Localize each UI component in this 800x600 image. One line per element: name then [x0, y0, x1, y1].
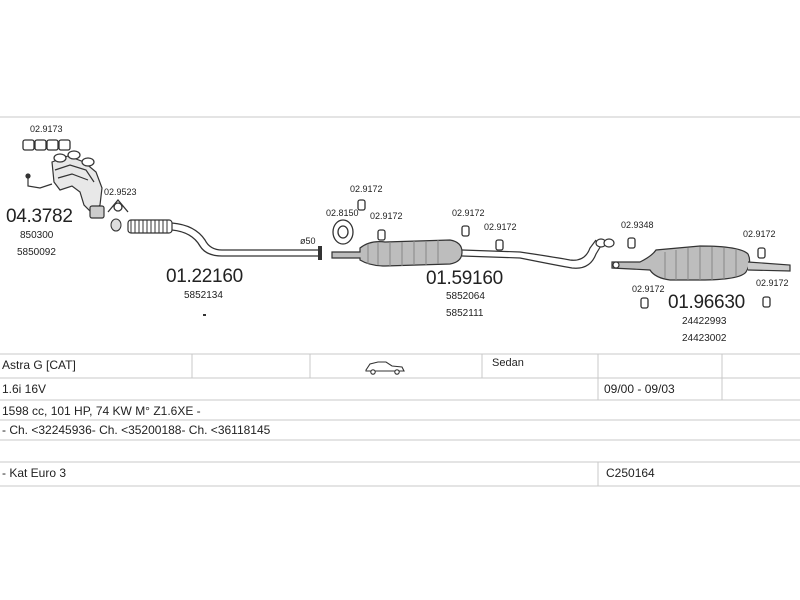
rubber-hanger-icon	[357, 199, 771, 309]
gasket-icon	[22, 139, 71, 151]
vehicle-body: Sedan	[492, 357, 524, 369]
vehicle-model: Astra G [CAT]	[2, 358, 76, 372]
clamp-icon	[107, 198, 129, 213]
exhaust-manifold-icon	[25, 150, 105, 219]
part-hanger-d-label: 02.9172	[484, 222, 517, 232]
part-manifold-number: 04.3782	[6, 206, 73, 227]
vehicle-code: C250164	[606, 466, 655, 480]
part-hanger-g-label: 02.9172	[632, 284, 665, 294]
part-hanger-b-label: 02.9172	[370, 211, 403, 221]
part-hanger-c-label: 02.9172	[452, 208, 485, 218]
flex-joint-icon	[110, 218, 122, 232]
gasket-icon	[332, 219, 354, 245]
part-center-oe1: 5852064	[446, 291, 485, 302]
sedan-car-icon	[365, 361, 405, 375]
part-hanger-f-label: 02.9172	[743, 229, 776, 239]
pipe-diameter-label: ø50	[300, 236, 316, 246]
part-front-pipe-number: 01.22160	[166, 266, 243, 287]
part-manifold-oe2: 5850092	[17, 247, 56, 258]
part-rear-number: 01.96630	[668, 292, 745, 313]
clamp-icon	[595, 238, 615, 248]
part-hanger-h-label: 02.9172	[756, 278, 789, 288]
part-center-oe2: 5852111	[446, 308, 484, 319]
vehicle-spec: 1598 cc, 101 HP, 74 KW M° Z1.6XE -	[2, 404, 201, 418]
vehicle-chassis: - Ch. <32245936- Ch. <35200188- Ch. <361…	[2, 423, 271, 437]
part-gasket-label: 02.9173	[30, 124, 63, 134]
part-center-number: 01.59160	[426, 268, 503, 289]
part-hanger-e-label: 02.9348	[621, 220, 654, 230]
part-gasket-mid-label: 02.8150	[326, 208, 359, 218]
part-front-pipe-oe: 5852134	[184, 290, 223, 301]
vehicle-engine: 1.6i 16V	[2, 382, 47, 396]
vehicle-emission: - Kat Euro 3	[2, 466, 67, 480]
muffler-icon	[611, 245, 791, 281]
front-pipe	[127, 219, 322, 260]
dot-mark	[203, 314, 206, 316]
part-rear-oe2: 24423002	[682, 333, 727, 344]
part-rear-oe1: 24422993	[682, 316, 727, 327]
part-hanger-a-label: 02.9172	[350, 184, 383, 194]
part-clamp-label: 02.9523	[104, 187, 137, 197]
muffler-icon	[331, 239, 603, 269]
part-manifold-oe1: 850300	[20, 230, 54, 241]
vehicle-years: 09/00 - 09/03	[604, 382, 675, 396]
